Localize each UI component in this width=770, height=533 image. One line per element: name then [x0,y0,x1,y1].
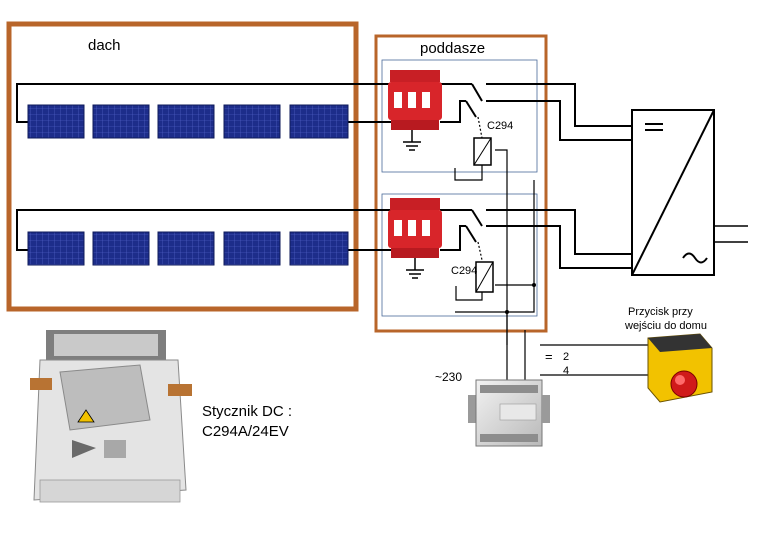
roof-frame [6,21,359,312]
ground-icon [403,130,421,151]
solar-panel-icon [92,231,150,266]
wire-4-label: 4 [563,365,569,377]
solar-panel-icon [157,231,215,266]
junction-dot [532,283,536,287]
power-supply-icon [468,379,550,447]
solar-panel-icon [157,104,215,139]
dc-symbol: = [545,349,553,364]
attic-frame [374,34,548,333]
inverter-icon [631,109,715,276]
string-2-wiring [16,209,632,269]
emergency-button-icon [647,333,713,403]
surge-protector-icon [388,198,442,258]
attic-label: poddasze [420,40,485,57]
control-wiring [454,116,648,380]
solar-panel-icon [27,231,85,266]
string-1-wiring [16,83,632,141]
psu-input-label: ~230 [435,370,462,384]
attic-box-bottom [381,193,538,317]
attic-box-top [381,59,538,173]
button-label-line2: wejściu do domu [624,320,707,332]
roof-label: dach [88,37,121,54]
contactor-bottom-label: C294 [451,265,477,277]
solar-panel-icon [92,104,150,139]
contactor-name-line1: Stycznik DC : [202,403,292,420]
solar-panel-icon [289,104,349,139]
wire-2-label: 2 [563,351,569,363]
contactor-name-line2: C294A/24EV [202,423,289,440]
surge-protector-icon [388,70,442,130]
solar-panel-icon [27,104,85,139]
solar-panel-icon [289,231,349,266]
button-label-line1: Przycisk przy [628,306,693,318]
string-2-panels [27,231,349,266]
ac-output-wires [714,225,748,243]
dc-contactor-photo [30,330,192,503]
solar-panel-icon [223,104,281,139]
ground-icon [406,258,424,279]
string-1-panels [27,104,349,139]
junction-dot [505,310,509,314]
solar-panel-icon [223,231,281,266]
contactor-top-label: C294 [487,120,513,132]
